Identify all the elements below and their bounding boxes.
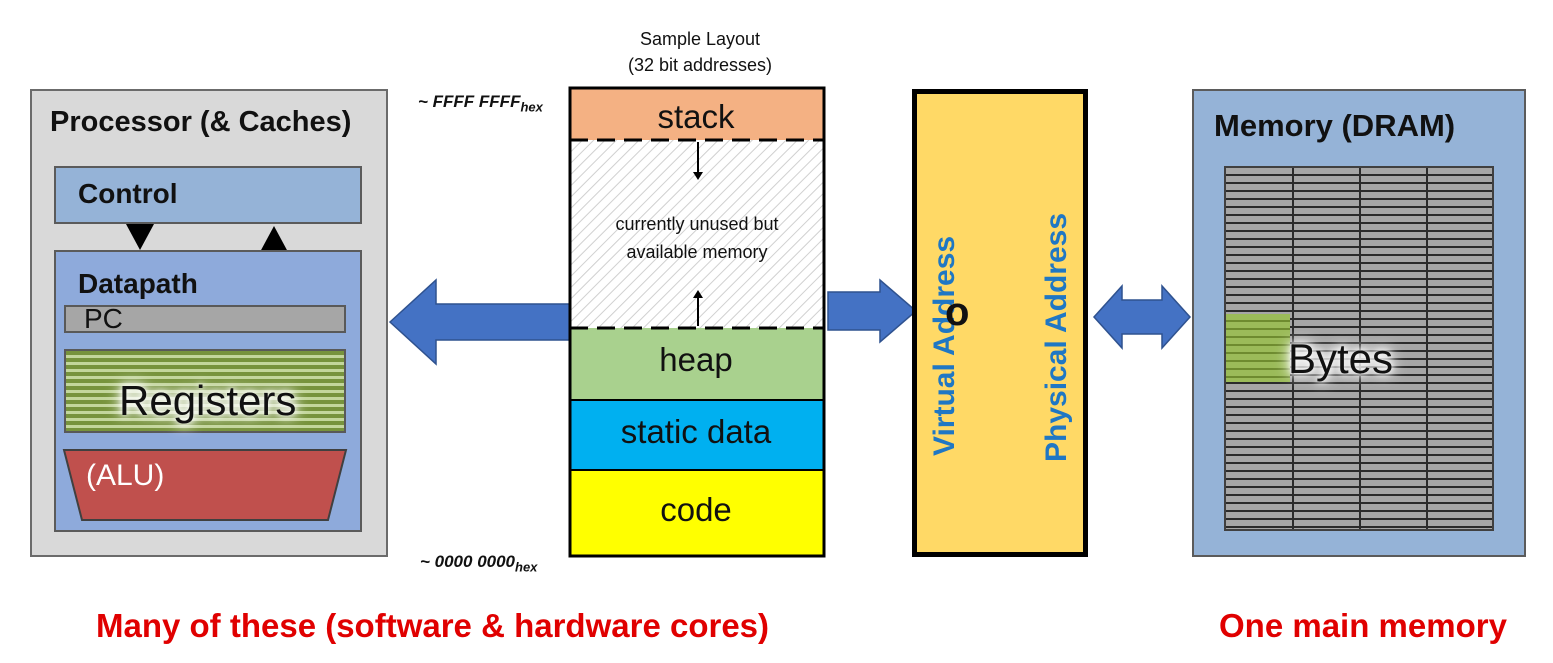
control-label: Control: [78, 178, 178, 209]
heap-label: heap: [659, 341, 733, 378]
left-arrow-icon: [388, 278, 571, 366]
datapath-label: Datapath: [78, 268, 198, 299]
layout-title-line1: Sample Layout: [639, 29, 761, 49]
control-datapath-arrows: [126, 224, 288, 252]
unused-label: currently unused but available memory: [582, 210, 812, 266]
pc-register: [64, 305, 346, 333]
processor-title: Processor (& Caches): [50, 106, 352, 138]
alu-label: (ALU): [86, 459, 165, 492]
layout-title-line2: (32 bit addresses): [627, 55, 773, 75]
unused-label-line2: available memory: [626, 242, 768, 262]
translation-overlay-glyph: o: [945, 290, 970, 334]
pc-label: PC: [84, 303, 123, 334]
memory-title: Memory (DRAM): [1214, 108, 1456, 143]
unused-label-line1: currently unused but: [615, 214, 779, 234]
memory-highlight-cells: [1226, 314, 1290, 382]
down-arrow-icon: [126, 224, 154, 250]
bottom-address-value: ~ 0000 0000: [420, 552, 516, 571]
double-arrow-icon: [1092, 284, 1192, 350]
heap-segment: [570, 328, 824, 400]
alu-shape: [62, 449, 348, 521]
memory-layout-diagram: [568, 86, 826, 558]
up-arrow-icon: [260, 226, 288, 252]
caption-one-memory: One main memory: [1219, 607, 1507, 644]
registers-label: Registers: [119, 377, 297, 424]
stack-segment: [570, 88, 824, 140]
top-address: ~ FFFF FFFFhex: [418, 92, 543, 114]
address-translation-box: [912, 89, 1088, 557]
static-data-segment: [570, 400, 824, 470]
bytes-label: Bytes: [1288, 335, 1394, 382]
code-segment: [570, 470, 824, 556]
right-arrow-icon: [827, 278, 918, 344]
bottom-address: ~ 0000 0000hex: [420, 552, 537, 574]
control-box: [54, 166, 362, 224]
caption-many-cores: Many of these (software & hardware cores…: [96, 607, 770, 644]
stack-label: stack: [657, 98, 735, 135]
top-address-value: ~ FFFF FFFF: [418, 92, 521, 111]
physical-address-label: Physical Address: [1040, 212, 1073, 462]
code-label: code: [660, 491, 732, 528]
register-file: [64, 349, 346, 433]
bottom-address-suffix: hex: [515, 559, 538, 575]
stack-grow-arrow-icon: [693, 172, 703, 180]
layout-title: Sample Layout (32 bit addresses): [600, 26, 800, 78]
virtual-address-label: Virtual Address: [928, 235, 961, 456]
heap-grow-arrow-icon: [693, 290, 703, 298]
top-address-suffix: hex: [520, 99, 543, 115]
static-data-label: static data: [620, 413, 772, 450]
